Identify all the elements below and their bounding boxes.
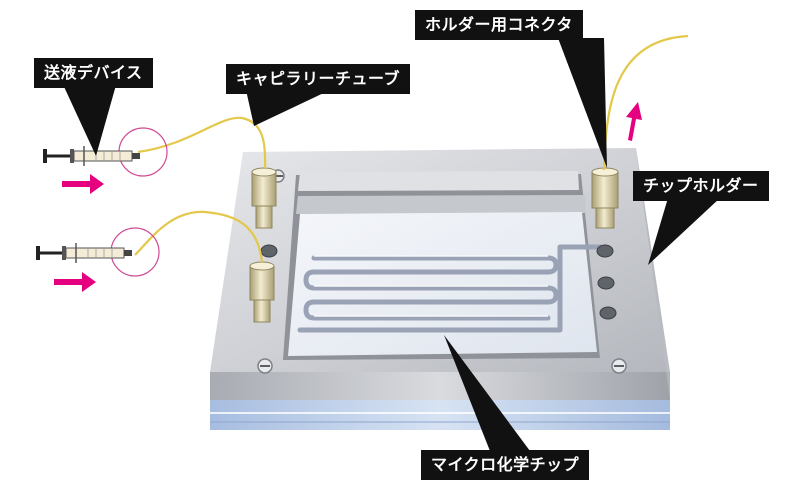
chip-holder-label: チップホルダー [633,171,769,201]
chip-holder [210,148,670,430]
capillary-tube-label: キャピラリーチューブ [226,64,411,94]
pump-device-label: 送液デバイス [34,58,153,88]
holder-connector-label: ホルダー用コネクタ [415,10,583,40]
microchip-label: マイクロ化学チップ [421,450,590,480]
connector-icon [591,167,619,229]
connector-icon [249,261,275,323]
screw-icon [611,358,627,374]
connector-icon [251,167,277,229]
arrow-icon [626,102,642,141]
callout-leaders [60,38,720,451]
screw-icon [257,358,273,374]
arrow-icon [62,174,104,194]
arrow-icon [54,272,96,292]
syringe-icon [43,146,140,166]
syringe-icon [36,243,132,263]
